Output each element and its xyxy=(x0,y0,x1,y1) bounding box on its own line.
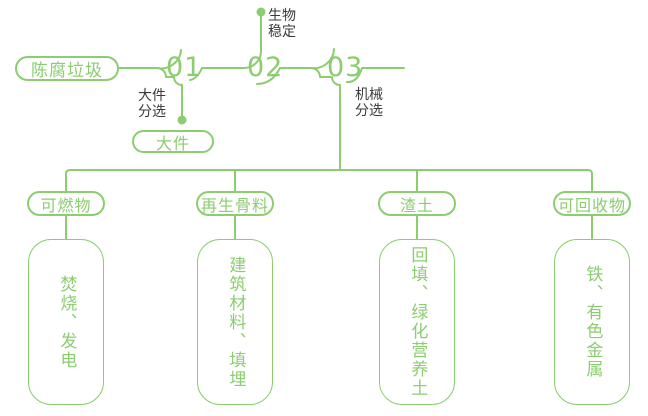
connector-step2-to-bio-dot xyxy=(243,15,263,70)
disposal-text-recyclable: 铁、有色金属 xyxy=(582,265,603,379)
branch-pill-combustible: 可燃物 xyxy=(27,191,105,216)
step2-label: 生物 稳定 xyxy=(268,8,296,40)
disposal-box-combustible: 焚烧、发电 xyxy=(28,239,104,405)
bulky-output-pill: 大件 xyxy=(132,130,214,153)
branch-pill-recyclable: 可回收物 xyxy=(553,191,631,216)
connector-step3-outgoing xyxy=(346,67,405,84)
bio-connector-dot xyxy=(256,7,266,17)
connector-step3-to-branch-bar xyxy=(310,67,341,171)
disposal-box-recyclable: 铁、有色金属 xyxy=(554,239,630,405)
branch-label-slag-soil: 渣土 xyxy=(399,195,434,215)
step-number-01: 01 xyxy=(166,52,203,83)
disposal-text-recycled-aggregate: 建筑材料、填埋 xyxy=(225,255,246,389)
bulky-connector-dot xyxy=(177,115,187,125)
connector-step2-to-step3 xyxy=(256,67,312,85)
branch-label-recyclable: 可回收物 xyxy=(557,195,626,215)
disposal-text-combustible: 焚烧、发电 xyxy=(56,274,77,370)
step3-label: 机械 分选 xyxy=(355,87,383,119)
step-number-03: 03 xyxy=(327,52,364,83)
source-node-pill: 陈腐垃圾 xyxy=(15,56,119,81)
bulky-output-label: 大件 xyxy=(155,133,190,153)
disposal-text-slag-soil: 回填、绿化营养土 xyxy=(407,246,428,398)
disposal-box-recycled-aggregate: 建筑材料、填埋 xyxy=(197,239,273,405)
branch-label-combustible: 可燃物 xyxy=(40,195,92,215)
disposal-box-slag-soil: 回填、绿化营养土 xyxy=(379,239,455,405)
connector-step1-to-bulky xyxy=(156,67,183,117)
step-number-02: 02 xyxy=(247,52,284,83)
branch-pill-recycled-aggregate: 再生骨料 xyxy=(196,191,274,216)
step1-label: 大件 分选 xyxy=(138,88,166,120)
source-node-label: 陈腐垃圾 xyxy=(31,61,103,81)
branch-distribution-bar xyxy=(65,169,593,193)
branch-label-recycled-aggregate: 再生骨料 xyxy=(200,195,269,215)
connector-step1-to-step2 xyxy=(189,67,245,81)
branch-pill-slag-soil: 渣土 xyxy=(378,191,456,216)
